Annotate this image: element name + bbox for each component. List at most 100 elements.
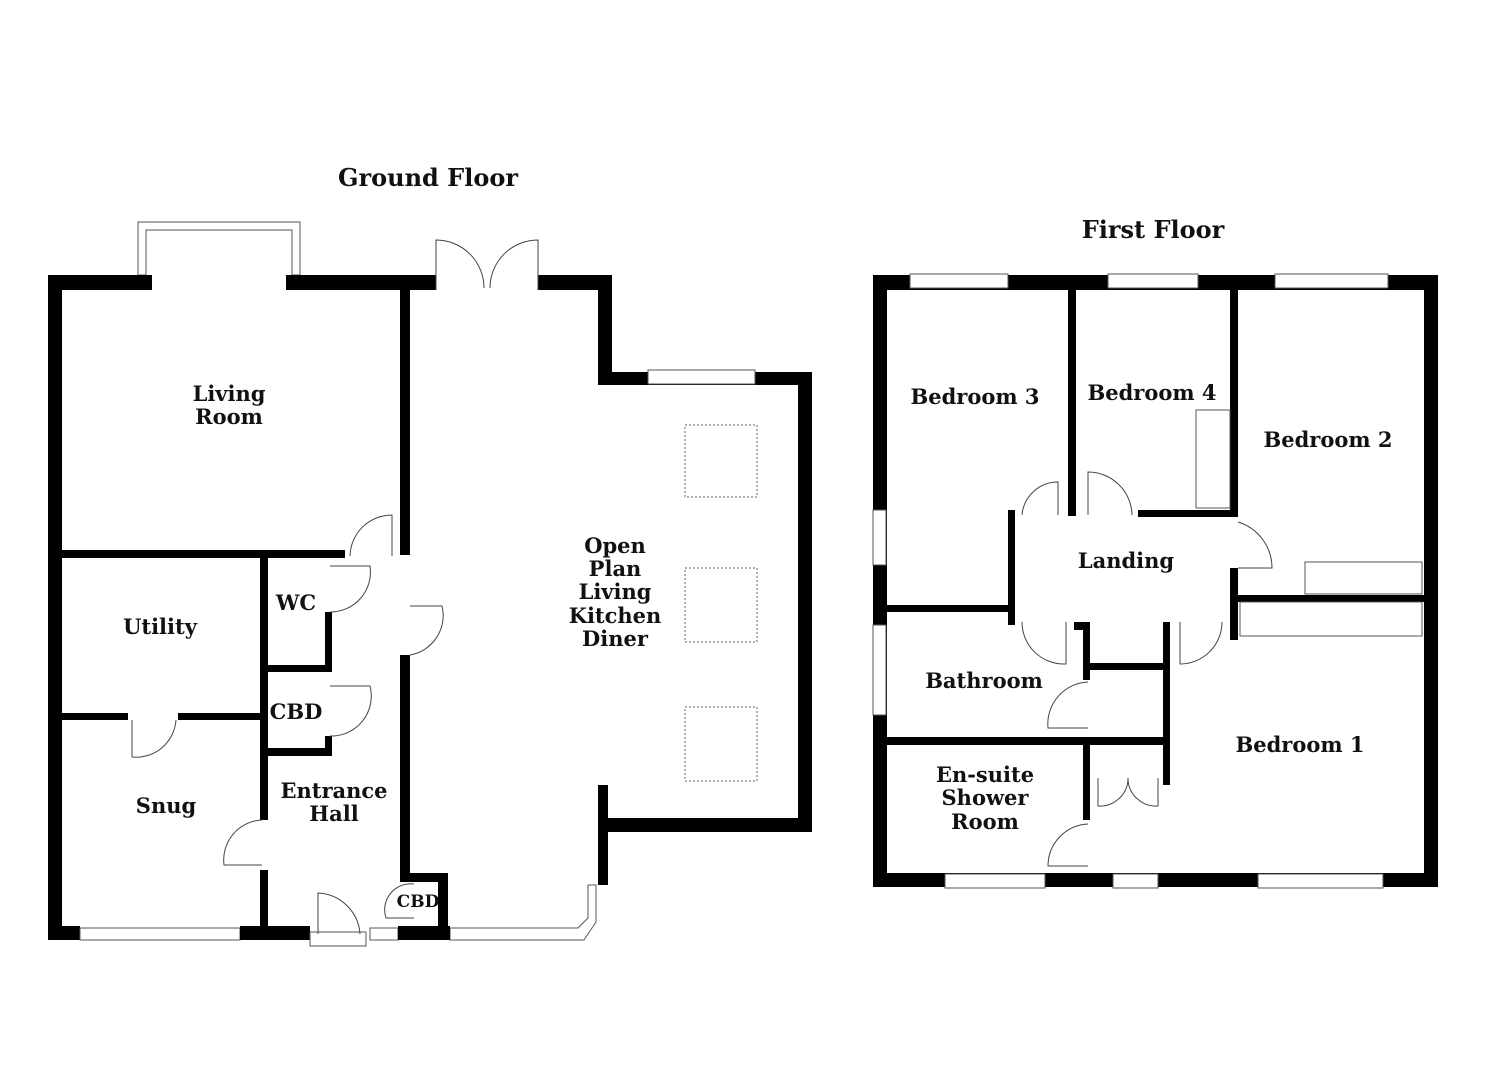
window	[79, 927, 241, 941]
ground-floor-title: Ground Floor	[338, 163, 518, 192]
first-floor-plan: First Floor	[872, 215, 1438, 889]
wall	[1238, 595, 1424, 602]
wall	[1424, 275, 1438, 887]
wall	[262, 665, 332, 672]
wall	[398, 926, 450, 940]
wall	[48, 926, 80, 940]
skylight	[684, 567, 758, 643]
snug-label: Snug	[136, 793, 197, 818]
cbd-label: CBD	[270, 699, 323, 724]
wall	[62, 713, 128, 720]
window	[1257, 873, 1384, 889]
wardrobe	[1304, 561, 1423, 595]
window	[1112, 873, 1159, 889]
bedroom3-door[interactable]	[1021, 481, 1059, 516]
wall	[325, 612, 332, 672]
wall	[598, 818, 812, 832]
bedroom2-door[interactable]	[1237, 521, 1273, 569]
wall	[48, 275, 152, 290]
ensuite-label: Shower	[942, 785, 1030, 810]
wall	[873, 275, 887, 887]
wall	[1074, 622, 1090, 630]
hall-snug-door[interactable]	[223, 819, 263, 866]
wall	[262, 748, 332, 756]
cbd-small-label: CBD	[397, 892, 440, 912]
wall	[48, 275, 62, 940]
front-door[interactable]	[317, 892, 361, 935]
window	[1107, 273, 1199, 289]
wall	[400, 655, 410, 877]
kitchen-label: Diner	[582, 626, 649, 651]
wall	[1230, 290, 1238, 517]
window	[647, 369, 756, 385]
bedroom1-door[interactable]	[1179, 621, 1223, 665]
ensuite-door[interactable]	[1047, 823, 1089, 867]
ensuite-label: Room	[951, 809, 1019, 834]
wall	[438, 873, 448, 933]
wall	[798, 372, 812, 832]
wardrobe	[1239, 601, 1423, 637]
wall	[887, 605, 1015, 612]
bay-window	[137, 221, 301, 276]
wall	[62, 550, 345, 558]
bathroom-label: Bathroom	[925, 668, 1043, 693]
entrance-hall-label: Hall	[309, 801, 358, 826]
cupboard-door[interactable]	[1047, 681, 1089, 729]
skylight	[684, 424, 758, 498]
bedroom3-label: Bedroom 3	[910, 384, 1039, 409]
first-floor-title: First Floor	[1082, 215, 1225, 244]
ensuite-label: En-suite	[936, 762, 1034, 787]
cbd-small-door[interactable]	[384, 883, 415, 919]
wardrobe	[1195, 409, 1231, 509]
utility-label: Utility	[123, 614, 198, 639]
bedroom4-door[interactable]	[1087, 471, 1133, 516]
window	[369, 927, 399, 941]
wall	[598, 275, 612, 385]
wall	[400, 290, 410, 555]
living-room-label: Room	[195, 404, 263, 429]
snug-door[interactable]	[131, 719, 177, 758]
window	[909, 273, 1009, 289]
window	[1274, 273, 1389, 289]
wall	[178, 713, 262, 720]
kitchen-label: Living	[579, 579, 652, 604]
wall	[1068, 290, 1076, 516]
cbd-door[interactable]	[329, 685, 372, 737]
door[interactable]	[349, 514, 393, 557]
wall	[1083, 745, 1090, 820]
wall	[1083, 622, 1090, 680]
window	[872, 509, 887, 566]
kitchen-label: Open	[584, 533, 646, 558]
bedroom1-label: Bedroom 1	[1235, 732, 1364, 757]
wall	[1090, 663, 1168, 670]
wall	[325, 736, 332, 756]
wall	[1163, 622, 1170, 785]
kitchen-door[interactable]	[409, 605, 444, 656]
wall	[260, 558, 268, 820]
wall	[1138, 510, 1235, 517]
kitchen-label: Kitchen	[569, 603, 662, 628]
window	[944, 873, 1046, 889]
skylight	[684, 706, 758, 782]
wall	[400, 873, 448, 882]
wall	[1008, 510, 1015, 625]
bathroom-door[interactable]	[1021, 621, 1067, 665]
ground-floor-plan: Ground Floor	[48, 163, 812, 947]
wc-door[interactable]	[329, 565, 371, 613]
wc-label: WC	[275, 590, 316, 615]
bedroom4-label: Bedroom 4	[1087, 380, 1216, 405]
window	[872, 624, 887, 716]
wall	[240, 926, 310, 940]
wall	[1230, 568, 1238, 640]
wall	[598, 785, 608, 885]
entrance-hall-label: Entrance	[280, 778, 387, 803]
wall	[286, 275, 436, 290]
wardrobe-doors[interactable]	[1097, 777, 1159, 807]
wall	[887, 737, 1168, 745]
bay-window	[449, 884, 597, 941]
french-doors[interactable]	[435, 239, 539, 290]
bedroom2-label: Bedroom 2	[1263, 427, 1392, 452]
wall	[538, 275, 612, 290]
wall	[260, 870, 268, 928]
